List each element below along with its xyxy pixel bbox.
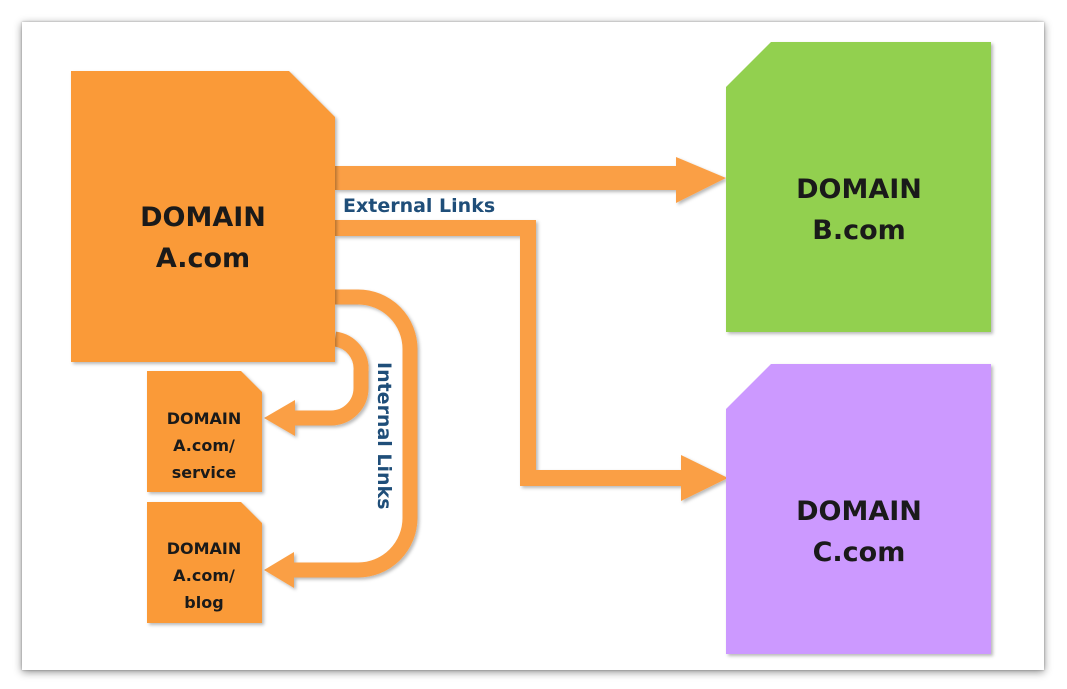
service-page-line1: DOMAIN (167, 409, 242, 428)
service-page-line2: A.com/ (173, 436, 235, 455)
external-arrow-to-b (335, 157, 726, 203)
domain-a-line2: A.com (156, 243, 250, 274)
domain-c-line2: C.com (813, 537, 906, 568)
domain-b-line1: DOMAIN (796, 174, 922, 205)
domain-c-document: DOMAIN C.com (726, 364, 991, 654)
blog-page-line3: blog (184, 593, 223, 612)
internal-arrow-to-service (264, 331, 369, 436)
internal-arrow-to-blog (264, 289, 418, 588)
blog-page-line2: A.com/ (173, 566, 235, 585)
external-arrow-to-c (335, 220, 728, 501)
service-page-line3: service (172, 463, 237, 482)
service-page-document: DOMAIN A.com/ service (147, 371, 262, 492)
diagram-canvas: DOMAIN A.com DOMAIN A.com/ service DOMAI… (22, 22, 1044, 670)
internal-links-label: Internal Links (373, 362, 395, 510)
domain-a-document: DOMAIN A.com (71, 71, 335, 362)
domain-b-document: DOMAIN B.com (726, 42, 991, 332)
domain-b-line2: B.com (812, 215, 906, 246)
domain-c-line1: DOMAIN (796, 496, 922, 527)
blog-page-line1: DOMAIN (167, 539, 242, 558)
domain-a-line1: DOMAIN (140, 202, 266, 233)
blog-page-document: DOMAIN A.com/ blog (147, 502, 262, 623)
external-links-label: External Links (343, 195, 495, 217)
